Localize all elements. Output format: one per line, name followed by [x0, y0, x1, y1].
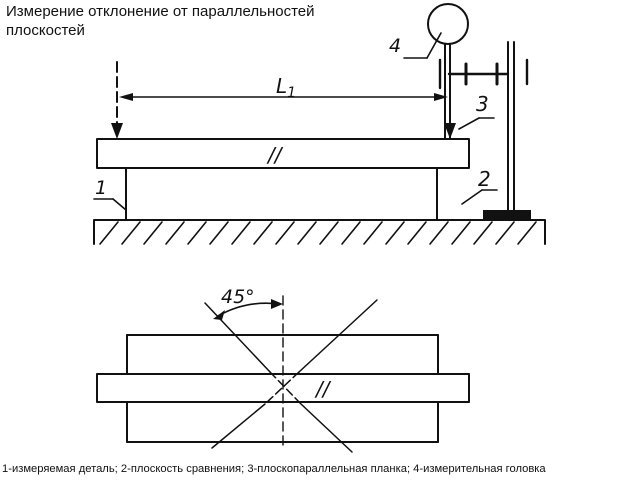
- plan-view: 45° //: [96, 286, 470, 453]
- callouts: 4 3 2 1: [93, 32, 498, 211]
- angle-label: 45°: [221, 286, 255, 308]
- diagonal-lines: [204, 299, 378, 453]
- dial-gauge-circle: [427, 3, 469, 45]
- surface-plate-hatching: [99, 221, 537, 245]
- diagram-title: Измерение отклонение от параллельностей …: [6, 3, 315, 39]
- callout-2: 2: [478, 167, 491, 191]
- indicator-stand: [447, 41, 531, 220]
- figure-caption: 1-измеряемая деталь; 2-плоскость сравнен…: [2, 463, 546, 475]
- measured-part: [125, 167, 438, 221]
- side-view: // L1: [93, 3, 546, 245]
- parallel-mark-label: //: [266, 143, 284, 167]
- dimension-label: L1: [276, 74, 296, 101]
- parallel-bar: [96, 138, 470, 169]
- measuring-head: [427, 3, 469, 140]
- callout-3: 3: [476, 92, 489, 116]
- surface-plate: [93, 219, 546, 245]
- callout-1: 1: [95, 177, 107, 199]
- dimension-l1: L1: [119, 74, 448, 101]
- callout-4: 4: [389, 35, 401, 57]
- angle-marker: 45°: [213, 286, 283, 320]
- stand-base: [483, 210, 531, 220]
- plan-parallel-mark: //: [314, 377, 332, 401]
